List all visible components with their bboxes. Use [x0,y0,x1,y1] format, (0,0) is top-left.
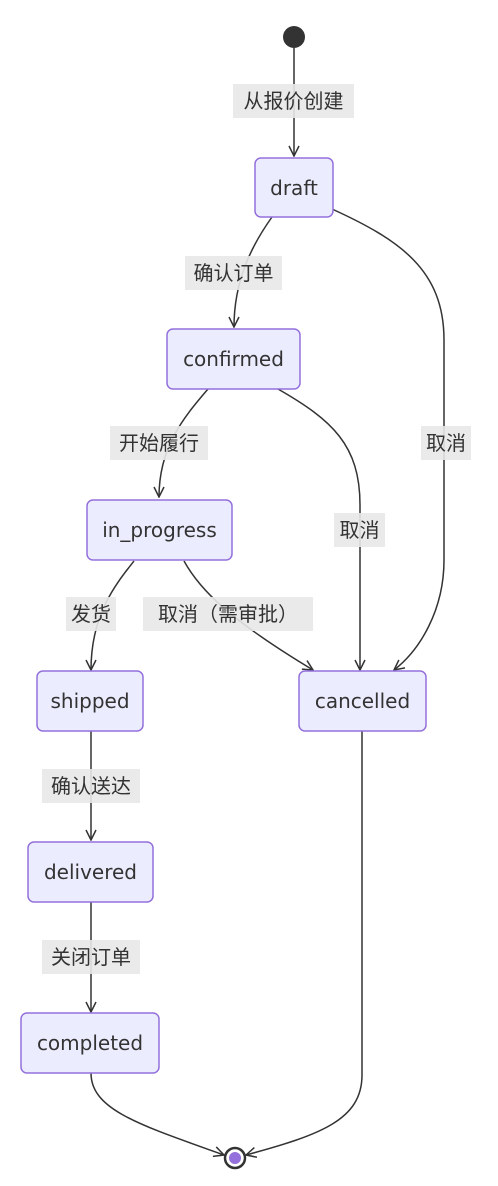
state-node-completed[interactable]: completed [20,1012,160,1074]
label-start-to-draft: 从报价创建 [233,84,354,118]
label-text: 关闭订单 [51,945,131,969]
state-node-in_progress[interactable]: in_progress [86,499,233,561]
edge-confirmed-to-cancelled [277,388,360,670]
label-text: 开始履行 [119,431,199,455]
state-label: cancelled [315,689,410,713]
state-label: delivered [44,860,137,884]
label-text: 取消 [340,518,380,542]
state-node-cancelled[interactable]: cancelled [298,670,427,732]
label-confirmed-to-in_progress: 开始履行 [110,426,208,460]
label-text: 取消 [426,431,466,455]
state-label: draft [270,176,318,200]
label-shipped-to-delivered: 确认送达 [42,769,140,803]
transition-labels: 从报价创建 确认订单 取消 开始履行 取消 发货 取消（需审批） 确认送达 [42,84,471,974]
state-label: completed [37,1031,143,1055]
label-draft-to-confirmed: 确认订单 [185,256,282,290]
state-node-confirmed[interactable]: confirmed [166,328,301,390]
label-text: 取消（需审批） [158,602,298,626]
state-label: confirmed [183,347,284,371]
end-state-symbol [223,1146,247,1170]
label-text: 发货 [71,602,111,626]
state-label: in_progress [102,518,217,542]
start-state-dot [283,26,305,48]
edge-completed-to-end [90,1072,224,1155]
edge-draft-to-cancelled [331,208,445,670]
label-confirmed-to-cancelled: 取消 [334,513,385,547]
label-in_progress-to-cancelled: 取消（需审批） [143,597,313,631]
label-text: 从报价创建 [244,89,344,113]
state-node-delivered[interactable]: delivered [27,841,154,903]
label-draft-to-cancelled: 取消 [421,426,471,460]
state-label: shipped [50,689,129,713]
state-node-draft[interactable]: draft [254,157,334,218]
label-text: 确认送达 [51,774,131,798]
label-delivered-to-completed: 关闭订单 [42,940,140,974]
state-node-shipped[interactable]: shipped [36,670,144,732]
label-in_progress-to-shipped: 发货 [66,597,116,631]
edge-cancelled-to-end [246,731,363,1155]
label-text: 确认订单 [194,261,274,285]
